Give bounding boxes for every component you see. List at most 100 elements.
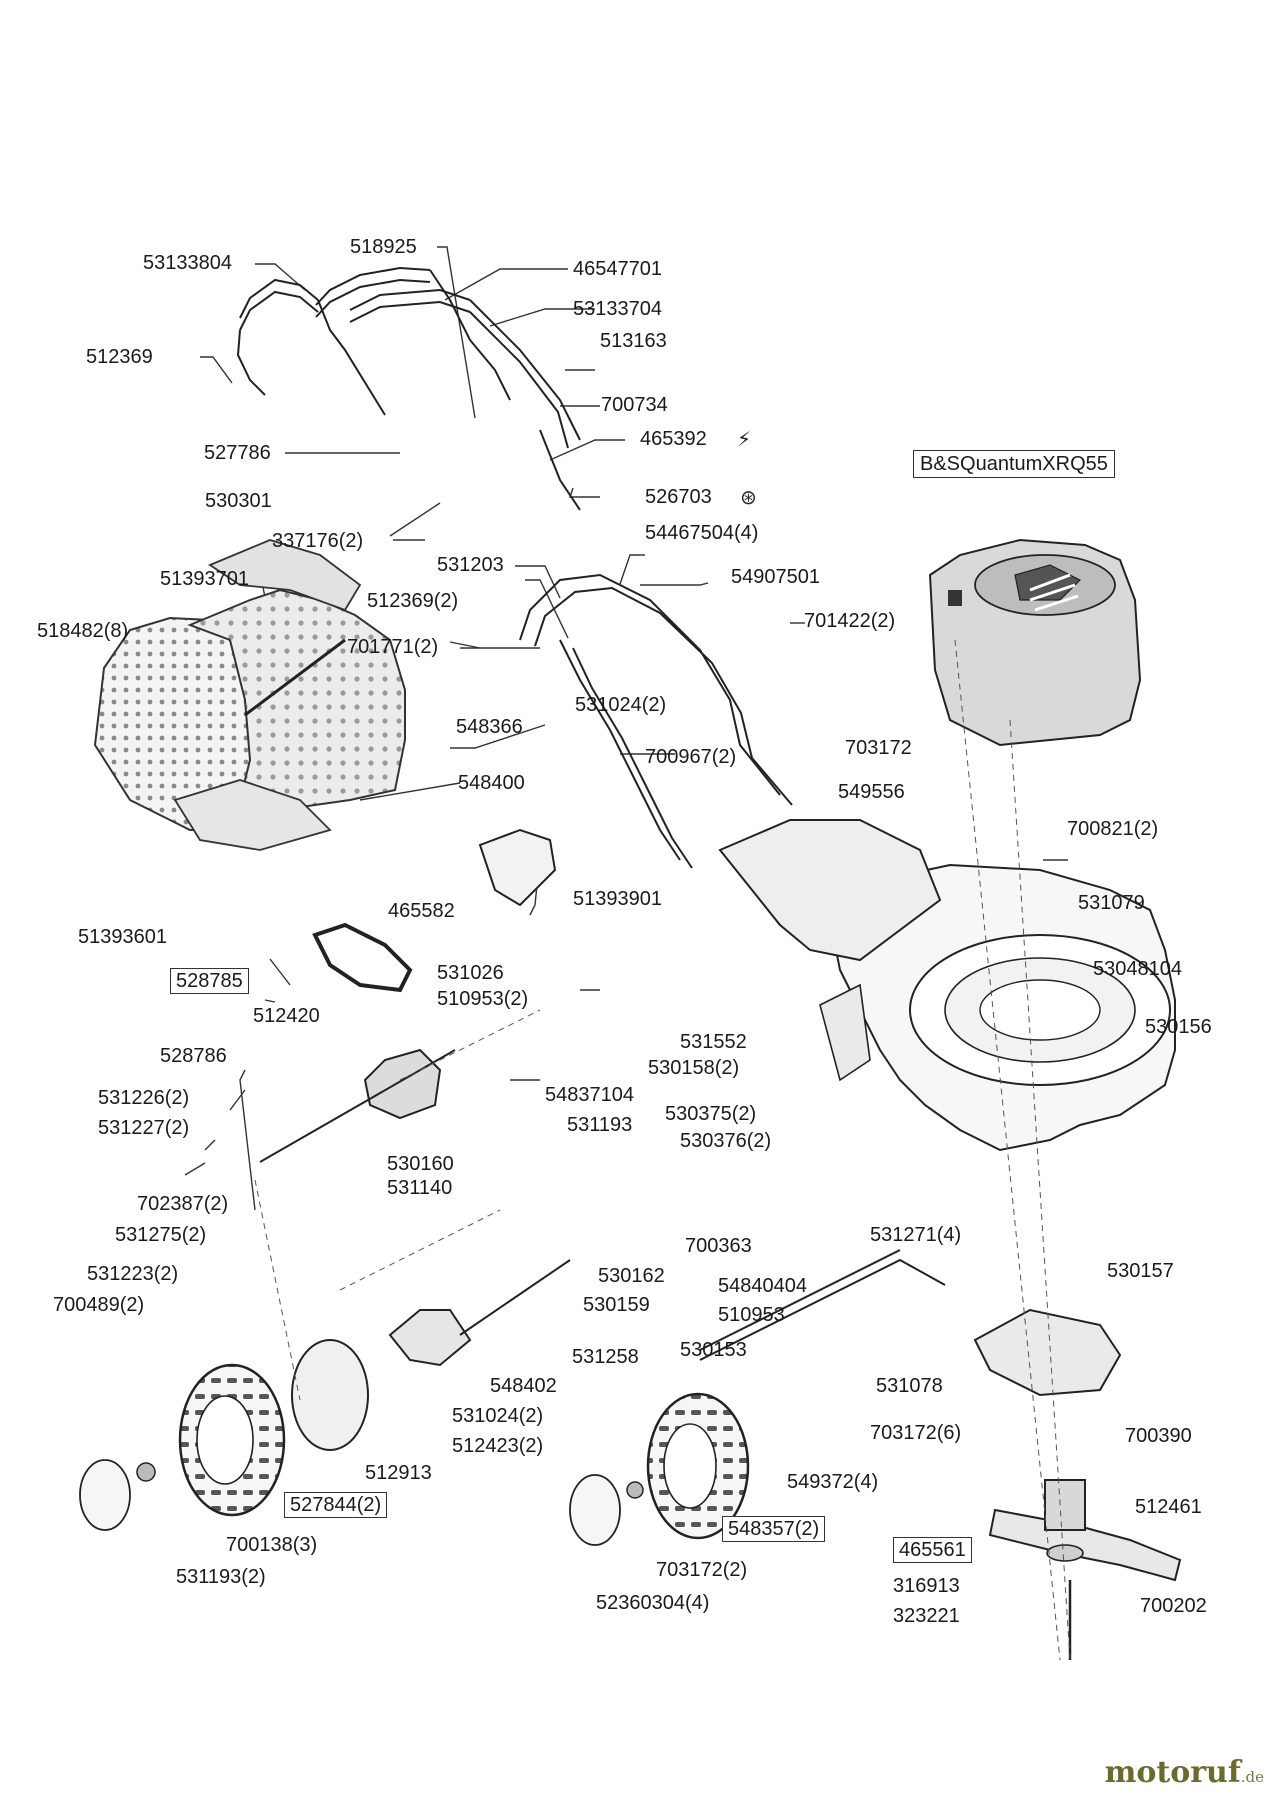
label-549556[interactable]: 549556	[838, 781, 905, 803]
label-337176[interactable]: 337176(2)	[272, 530, 364, 552]
label-531275[interactable]: 531275(2)	[115, 1224, 207, 1246]
label-700390[interactable]: 700390	[1125, 1425, 1192, 1447]
label-53133804[interactable]: 53133804	[143, 252, 232, 274]
label-512369[interactable]: 512369	[86, 346, 153, 368]
label-54837104[interactable]: 54837104	[545, 1084, 634, 1106]
grass-catcher-bag	[93, 539, 406, 851]
label-510953-2[interactable]: 510953(2)	[437, 988, 529, 1010]
engine-illustration	[928, 538, 1142, 747]
label-526703[interactable]: 526703	[645, 486, 712, 508]
label-530157[interactable]: 530157	[1107, 1260, 1174, 1282]
label-701771[interactable]: 701771(2)	[347, 636, 439, 658]
label-465392[interactable]: 465392	[640, 428, 707, 450]
label-52360304[interactable]: 52360304(4)	[596, 1592, 710, 1614]
blade-assembly	[973, 1308, 1182, 1660]
label-531271[interactable]: 531271(4)	[870, 1224, 962, 1246]
label-548402[interactable]: 548402	[490, 1375, 557, 1397]
label-548366[interactable]: 548366	[456, 716, 523, 738]
label-530153[interactable]: 530153	[680, 1339, 747, 1361]
label-530160[interactable]: 530160	[387, 1153, 454, 1175]
label-700821[interactable]: 700821(2)	[1067, 818, 1159, 840]
label-700489[interactable]: 700489(2)	[53, 1294, 145, 1316]
watermark-logo: motoruf.de	[1105, 1755, 1264, 1790]
label-510953[interactable]: 510953	[718, 1304, 785, 1326]
label-512913[interactable]: 512913	[365, 1462, 432, 1484]
gearbox	[259, 1048, 456, 1163]
label-53048104[interactable]: 53048104	[1093, 958, 1182, 980]
label-531140[interactable]: 531140	[387, 1177, 453, 1199]
label-531193-2[interactable]: 531193(2)	[176, 1566, 266, 1588]
label-530301[interactable]: 530301	[205, 490, 272, 512]
engine-label[interactable]: B&SQuantumXRQ55	[913, 450, 1115, 478]
label-53133704[interactable]: 53133704	[573, 298, 662, 320]
watermark-name: motoruf	[1104, 1755, 1241, 1790]
label-528785[interactable]: 528785	[170, 968, 249, 994]
label-512461[interactable]: 512461	[1135, 1496, 1202, 1518]
label-513163[interactable]: 513163	[600, 330, 667, 352]
label-700967[interactable]: 700967(2)	[645, 746, 737, 768]
label-512369-2[interactable]: 512369(2)	[367, 590, 459, 612]
label-530162[interactable]: 530162	[598, 1265, 665, 1287]
label-531024b[interactable]: 531024(2)	[452, 1405, 544, 1427]
label-465561[interactable]: 465561	[893, 1537, 972, 1563]
rear-cover	[718, 819, 942, 962]
label-527844[interactable]: 527844(2)	[284, 1492, 388, 1518]
label-703172-2[interactable]: 703172(2)	[656, 1559, 748, 1581]
label-703172[interactable]: 703172	[845, 737, 912, 759]
watermark-tld: .de	[1240, 1768, 1264, 1786]
lower-handle	[519, 573, 793, 869]
label-531203[interactable]: 531203	[437, 554, 504, 576]
label-531223[interactable]: 531223(2)	[87, 1263, 179, 1285]
label-531078[interactable]: 531078	[876, 1375, 943, 1397]
label-51393601[interactable]: 51393601	[78, 926, 167, 948]
label-531026[interactable]: 531026	[437, 962, 504, 984]
label-54840404[interactable]: 54840404	[718, 1275, 807, 1297]
label-316913[interactable]: 316913	[893, 1575, 960, 1597]
label-323221[interactable]: 323221	[893, 1605, 960, 1627]
label-54907501[interactable]: 54907501	[731, 566, 820, 588]
label-548357[interactable]: 548357(2)	[722, 1516, 826, 1542]
label-465582[interactable]: 465582	[388, 900, 455, 922]
label-548400[interactable]: 548400	[458, 772, 525, 794]
label-527786[interactable]: 527786	[204, 442, 271, 464]
label-700202[interactable]: 700202	[1140, 1595, 1207, 1617]
label-528786[interactable]: 528786	[160, 1045, 227, 1067]
label-530376[interactable]: 530376(2)	[680, 1130, 772, 1152]
label-530158[interactable]: 530158(2)	[648, 1057, 740, 1079]
rear-flap	[478, 828, 557, 907]
label-512423[interactable]: 512423(2)	[452, 1435, 544, 1457]
label-702387[interactable]: 702387(2)	[137, 1193, 229, 1215]
label-701422[interactable]: 701422(2)	[804, 610, 896, 632]
label-46547701[interactable]: 46547701	[573, 258, 662, 280]
label-530156[interactable]: 530156	[1145, 1016, 1212, 1038]
label-54467504[interactable]: 54467504(4)	[645, 522, 759, 544]
drive-belt	[312, 922, 413, 993]
label-703172-6[interactable]: 703172(6)	[870, 1422, 962, 1444]
label-700138[interactable]: 700138(3)	[226, 1534, 318, 1556]
dashed-guide-lines	[254, 639, 1071, 1661]
label-512420[interactable]: 512420	[253, 1005, 320, 1027]
label-518925[interactable]: 518925	[350, 236, 417, 258]
leader-lines	[160, 246, 1080, 1211]
mower-deck	[819, 863, 1176, 1152]
label-531024a[interactable]: 531024(2)	[575, 694, 667, 716]
label-518482[interactable]: 518482(8)	[37, 620, 129, 642]
label-700734[interactable]: 700734	[601, 394, 668, 416]
label-530159[interactable]: 530159	[583, 1294, 650, 1316]
label-531079[interactable]: 531079	[1078, 892, 1145, 914]
label-51393701[interactable]: 51393701	[160, 568, 249, 590]
label-531227[interactable]: 531227(2)	[98, 1117, 190, 1139]
rear-axle-assembly	[388, 1249, 946, 1367]
label-531258[interactable]: 531258	[572, 1346, 639, 1368]
label-531226[interactable]: 531226(2)	[98, 1087, 190, 1109]
label-531552[interactable]: 531552	[680, 1031, 747, 1053]
label-51393901[interactable]: 51393901	[573, 888, 662, 910]
wheel-right	[569, 1392, 750, 1546]
label-700363[interactable]: 700363	[685, 1235, 752, 1257]
label-531193[interactable]: 531193	[567, 1114, 633, 1136]
lightning-icon: ⚡	[737, 427, 752, 451]
wheel-left	[79, 1339, 369, 1531]
label-530375[interactable]: 530375(2)	[665, 1103, 757, 1125]
label-549372[interactable]: 549372(4)	[787, 1471, 879, 1493]
